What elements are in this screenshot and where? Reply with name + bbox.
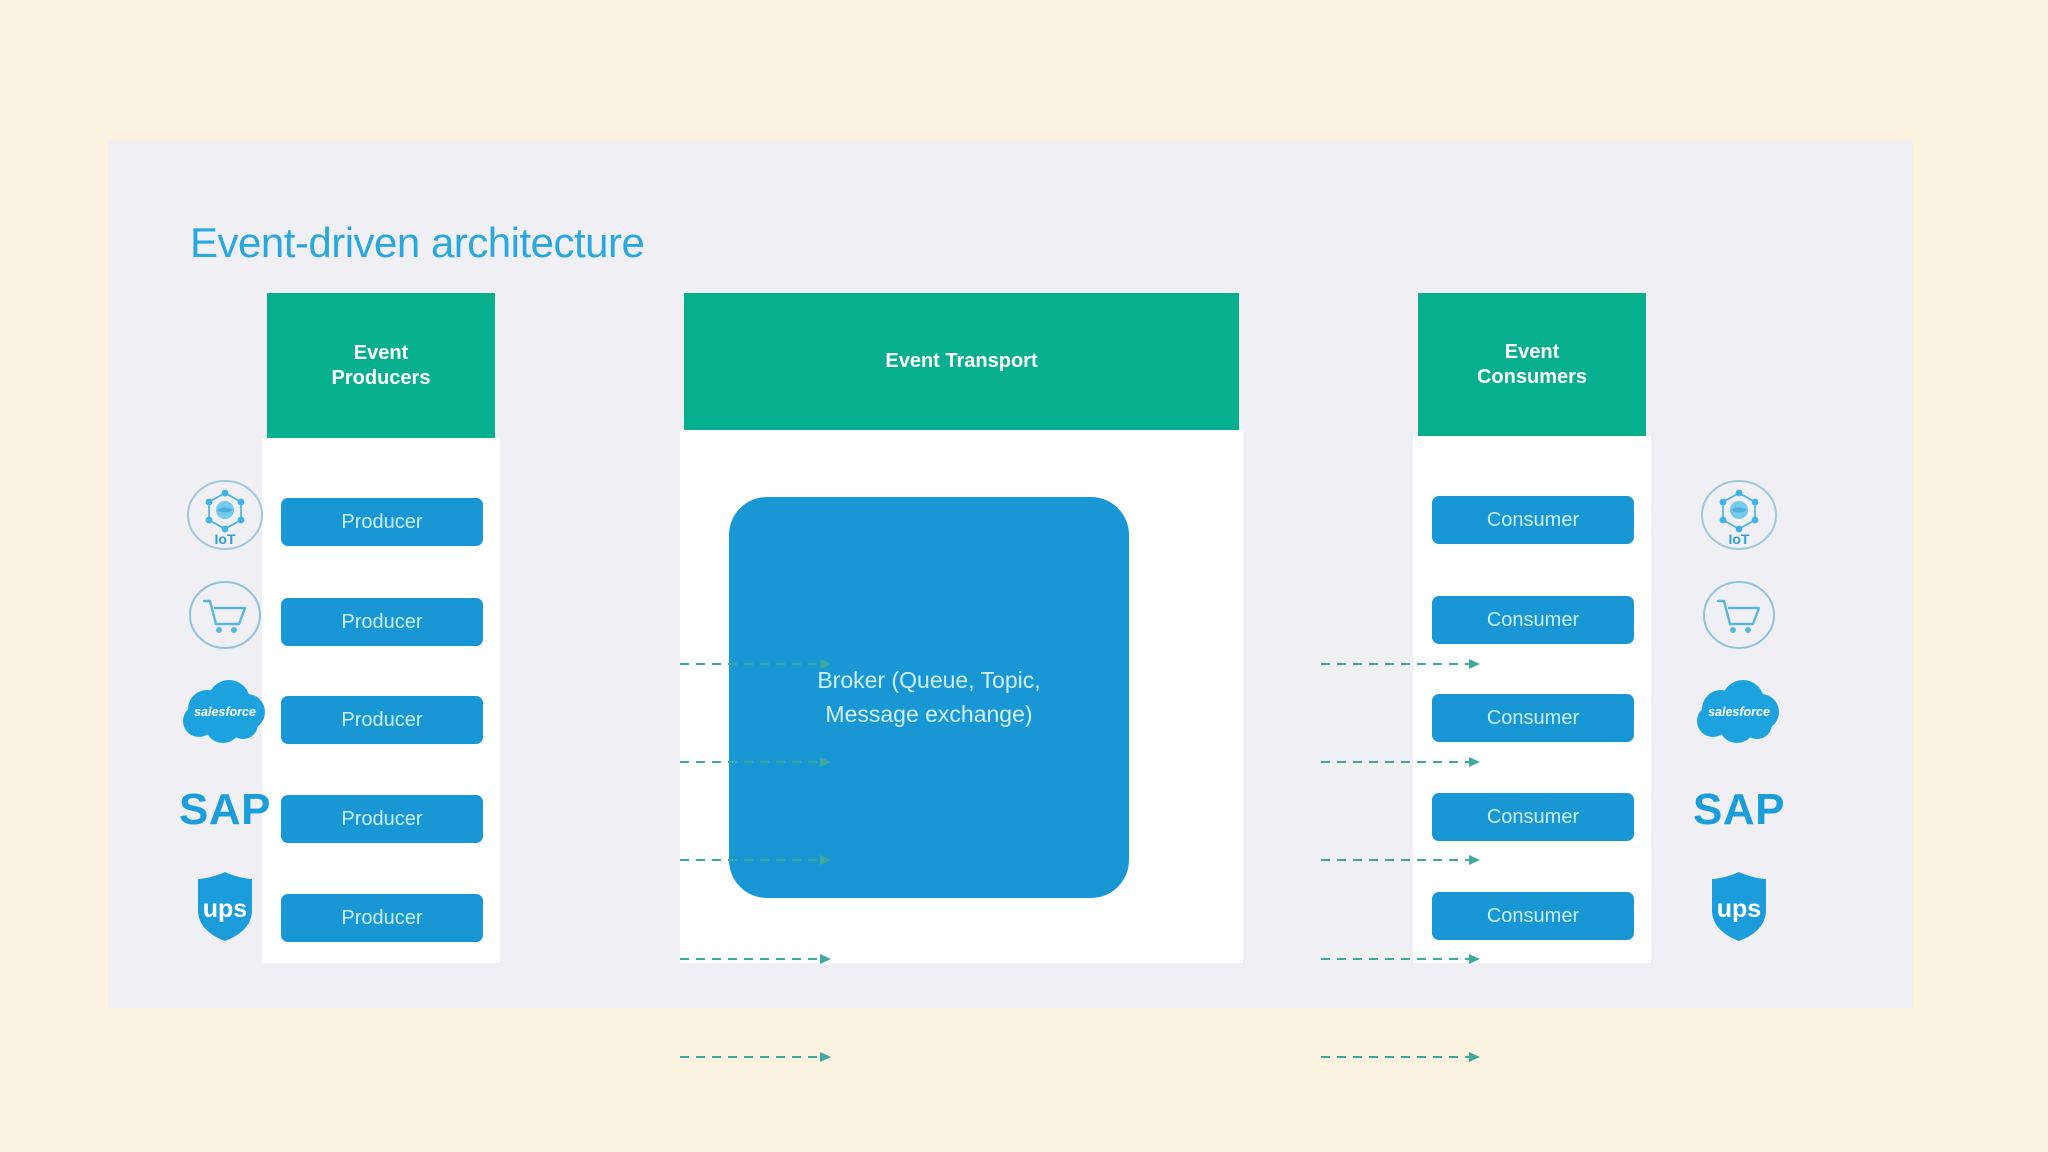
consumers-header-line2: Consumers <box>1476 365 1588 388</box>
producer-node-label: Producer <box>341 906 423 929</box>
consumer-node-label: Consumer <box>1486 508 1580 531</box>
diagram-panel: Event-driven architecture Producer Produ… <box>108 141 1913 1062</box>
flow-arrow-broker-to-consumer-2 <box>1321 756 1481 770</box>
transport-header-label: Event Transport <box>885 350 1038 372</box>
iot-icon: IoT <box>1701 480 1777 550</box>
flow-arrow-producer-3-to-broker <box>680 854 832 868</box>
flow-arrow-producer-5-to-broker <box>680 1051 832 1065</box>
flow-arrow-broker-to-consumer-4 <box>1321 953 1481 967</box>
svg-text:ups: ups <box>203 895 247 923</box>
consumer-node-5[interactable]: Consumer <box>1432 892 1634 940</box>
producers-header-line1: Event <box>353 341 409 364</box>
producer-node-label: Producer <box>341 610 423 633</box>
flow-arrow-broker-to-consumer-3 <box>1321 854 1481 868</box>
flow-arrow-broker-to-consumer-5 <box>1321 1051 1481 1065</box>
producer-node-label: Producer <box>341 510 423 533</box>
salesforce-logo: salesforce <box>183 680 265 743</box>
consumers-header: Event Consumers <box>1418 293 1646 436</box>
source-system-sap: SAP <box>170 765 280 855</box>
producers-body-panel: Producer Producer Producer Producer Prod… <box>262 438 500 963</box>
sap-wordmark: SAP <box>1693 785 1785 834</box>
svg-text:IoT: IoT <box>215 531 236 547</box>
sink-system-iot: IoT <box>1684 470 1794 560</box>
sink-system-salesforce: salesforce <box>1684 667 1794 757</box>
page-title: Event-driven architecture <box>190 219 645 266</box>
consumer-node-4[interactable]: Consumer <box>1432 793 1634 841</box>
source-system-iot: IoT <box>170 470 280 560</box>
sink-system-sap: SAP <box>1684 765 1794 855</box>
sap-wordmark: SAP <box>179 785 271 834</box>
producer-node-3[interactable]: Producer <box>281 696 483 744</box>
svg-text:ups: ups <box>1717 895 1761 923</box>
consumers-body-panel: Consumer Consumer Consumer Consumer Cons… <box>1413 436 1651 963</box>
svg-text:IoT: IoT <box>1729 531 1750 547</box>
consumer-node-label: Consumer <box>1486 805 1580 828</box>
producer-node-5[interactable]: Producer <box>281 894 483 942</box>
producer-node-4[interactable]: Producer <box>281 795 483 843</box>
producers-header-line2: Producers <box>331 366 431 389</box>
source-system-ecommerce <box>170 570 280 660</box>
consumer-node-3[interactable]: Consumer <box>1432 694 1634 742</box>
sink-system-ups: ups <box>1684 862 1794 952</box>
consumers-header-line1: Event <box>1504 340 1560 363</box>
salesforce-logo: salesforce <box>1697 680 1779 743</box>
shopping-cart-icon <box>1703 581 1775 649</box>
producer-node-2[interactable]: Producer <box>281 598 483 646</box>
producer-node-label: Producer <box>341 807 423 830</box>
ups-logo: ups <box>1712 872 1766 941</box>
consumer-node-1[interactable]: Consumer <box>1432 496 1634 544</box>
source-system-ups: ups <box>170 862 280 952</box>
shopping-cart-icon <box>189 581 261 649</box>
consumer-node-label: Consumer <box>1486 608 1580 631</box>
sink-system-ecommerce <box>1684 570 1794 660</box>
broker-label-line2: Message exchange) <box>825 700 1033 727</box>
consumer-node-label: Consumer <box>1486 904 1580 927</box>
iot-icon: IoT <box>187 480 263 550</box>
flow-arrow-producer-4-to-broker <box>680 953 832 967</box>
flow-arrow-broker-to-consumer-1 <box>1321 658 1481 672</box>
svg-text:salesforce: salesforce <box>1708 705 1770 719</box>
consumer-node-label: Consumer <box>1486 706 1580 729</box>
transport-header: Event Transport <box>684 293 1239 430</box>
ups-logo: ups <box>198 872 252 941</box>
producers-header: Event Producers <box>267 293 495 438</box>
flow-arrow-producer-2-to-broker <box>680 756 832 770</box>
broker-label-line1: Broker (Queue, Topic, <box>817 667 1041 694</box>
transport-body-panel: Broker (Queue, Topic, Message exchange) <box>680 430 1243 963</box>
broker-node[interactable]: Broker (Queue, Topic, Message exchange) <box>729 497 1129 898</box>
consumer-node-2[interactable]: Consumer <box>1432 596 1634 644</box>
producer-node-1[interactable]: Producer <box>281 498 483 546</box>
source-system-salesforce: salesforce <box>170 667 280 757</box>
svg-text:salesforce: salesforce <box>194 705 256 719</box>
producer-node-label: Producer <box>341 708 423 731</box>
flow-arrow-producer-1-to-broker <box>680 658 832 672</box>
